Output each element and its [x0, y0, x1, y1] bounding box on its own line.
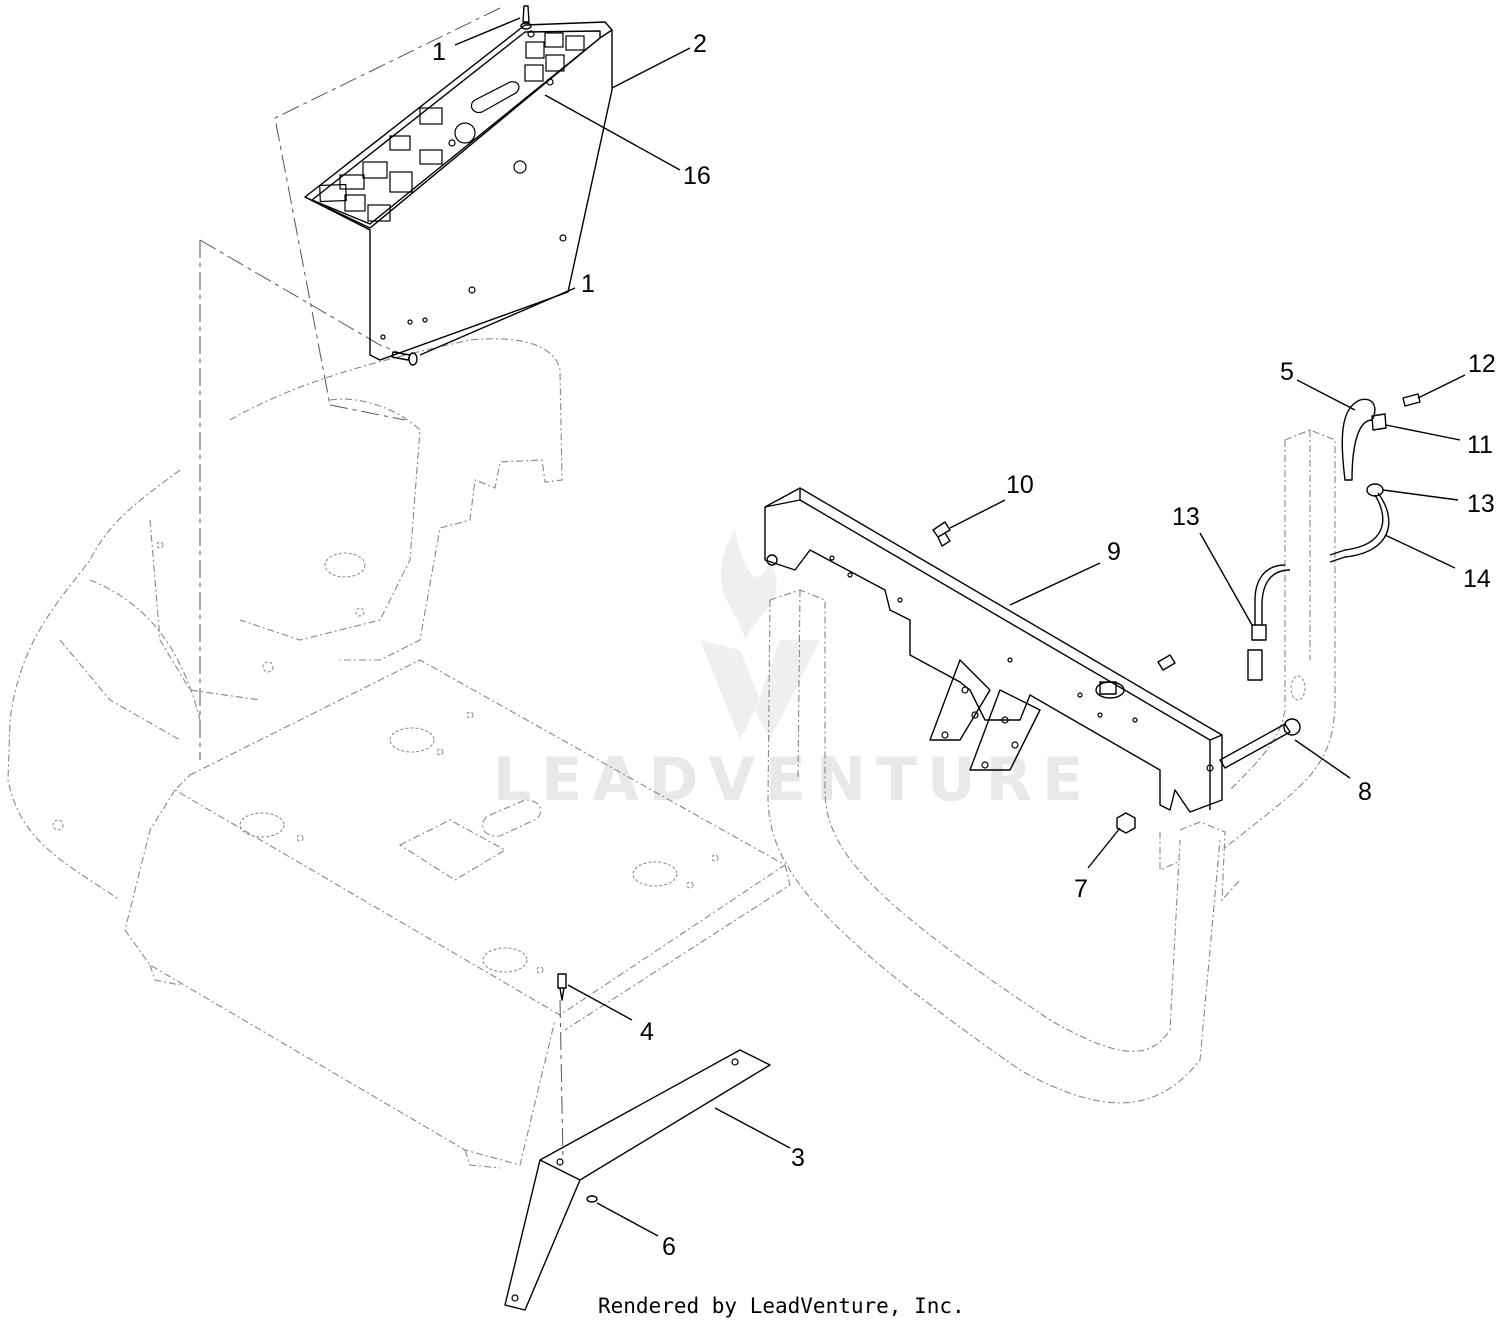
- callout-8: 8: [1358, 778, 1372, 806]
- screw-1-side: [391, 351, 418, 366]
- assembly-phantom-lines: [199, 7, 564, 1161]
- callout-7: 7: [1074, 875, 1088, 903]
- cable-5: [1341, 398, 1376, 481]
- callout-14: 14: [1463, 565, 1491, 593]
- ghost-floor-pan: [124, 659, 791, 1169]
- fastener-6: [586, 1195, 598, 1203]
- pin-8: [1219, 718, 1301, 769]
- ghost-seat-frame: [7, 338, 563, 901]
- bolt-bracket-right: [1157, 654, 1176, 671]
- ghost-rops-hoop: [767, 429, 1336, 1104]
- callout-5: 5: [1280, 358, 1294, 386]
- callout-13-left: 13: [1172, 503, 1200, 531]
- dash-panel: [304, 21, 613, 361]
- nut-7: [1116, 812, 1136, 834]
- callout-labels: 1 2 16 1 5 12 11 10 13 13 9 14 8 7 4 3 6: [432, 30, 1496, 1261]
- callout-10: 10: [1006, 471, 1034, 499]
- callout-4: 4: [640, 1018, 654, 1046]
- callout-13-right: 13: [1467, 490, 1495, 518]
- callout-1-side: 1: [581, 270, 595, 298]
- rops-bracket: [764, 487, 1223, 813]
- callout-11: 11: [1467, 431, 1493, 459]
- bolt-4: [557, 973, 567, 1001]
- harness-14: [1247, 483, 1390, 681]
- screw-1-top: [520, 5, 532, 30]
- callout-16: 16: [683, 162, 711, 190]
- leader-lines: [419, 17, 1466, 1237]
- angle-bracket-3: [504, 1049, 771, 1311]
- leadventure-watermark: LEADVENTURE: [493, 530, 1093, 815]
- screw-12: [1402, 393, 1421, 407]
- bolt-10: [932, 521, 951, 547]
- callout-9: 9: [1107, 538, 1121, 566]
- callout-3: 3: [791, 1144, 805, 1172]
- clip-11: [1371, 413, 1387, 431]
- watermark-text: LEADVENTURE: [493, 745, 1093, 815]
- callout-2: 2: [693, 30, 707, 58]
- callout-1-top: 1: [432, 38, 446, 66]
- callout-12: 12: [1468, 350, 1496, 378]
- callout-6: 6: [662, 1233, 676, 1261]
- rendered-by-footer: Rendered by LeadVenture, Inc.: [598, 1294, 965, 1318]
